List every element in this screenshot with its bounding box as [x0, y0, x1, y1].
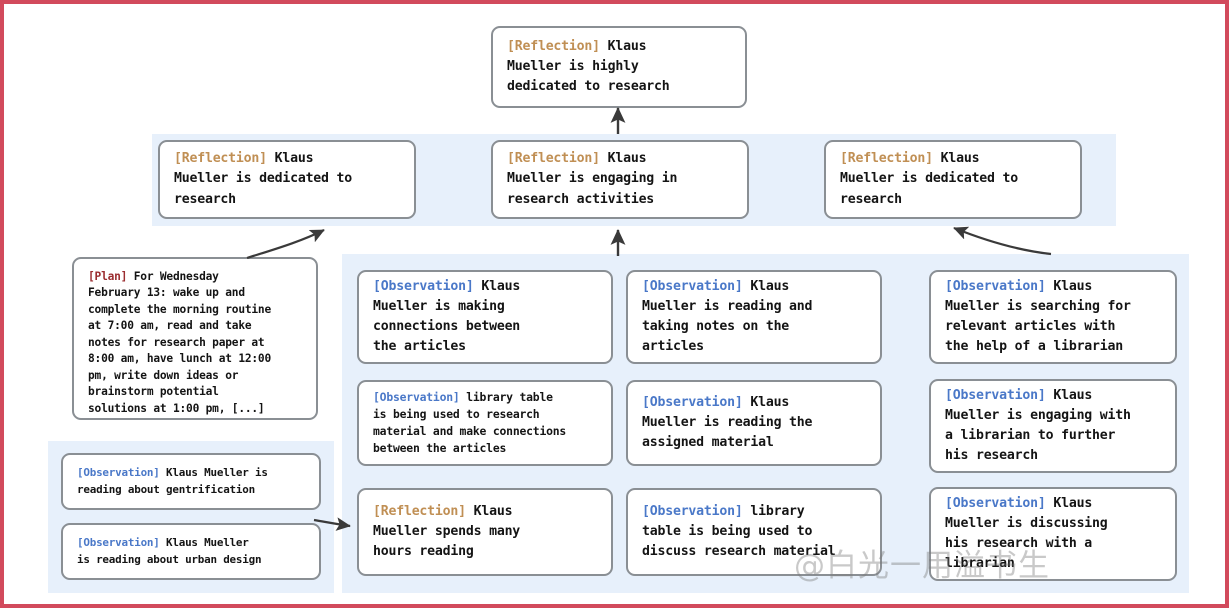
tag-observation: [Observation] [945, 387, 1046, 403]
node-col1-a-body: Klaus Mueller is making connections betw… [373, 278, 521, 355]
node-col2-b-text: [Observation] Klaus Mueller is reading t… [642, 393, 812, 453]
node-obs-gentrification-text: [Observation] Klaus Mueller is reading a… [77, 465, 268, 498]
tag-observation: [Observation] [77, 536, 160, 550]
node-col3-c-body: Klaus Mueller is discussing his research… [945, 495, 1108, 572]
node-col3-a-text: [Observation] Klaus Mueller is searching… [945, 277, 1131, 357]
node-col2-observation-reading-notes[interactable]: [Observation] Klaus Mueller is reading a… [626, 270, 882, 364]
node-obs-gentrification[interactable]: [Observation] Klaus Mueller is reading a… [61, 453, 321, 510]
node-mid-right-reflection[interactable]: [Reflection] Klaus Mueller is dedicated … [824, 140, 1082, 219]
node-mid-left-reflection[interactable]: [Reflection] Klaus Mueller is dedicated … [158, 140, 416, 219]
node-col3-observation-engaging-librarian[interactable]: [Observation] Klaus Mueller is engaging … [929, 379, 1177, 473]
node-mid-center-reflection[interactable]: [Reflection] Klaus Mueller is engaging i… [491, 140, 749, 219]
node-root-reflection[interactable]: [Reflection] Klaus Mueller is highly ded… [491, 26, 747, 108]
tag-reflection: [Reflection] [373, 503, 466, 519]
node-col1-a-text: [Observation] Klaus Mueller is making co… [373, 277, 520, 357]
node-col3-observation-discussing-research[interactable]: [Observation] Klaus Mueller is discussin… [929, 487, 1177, 581]
node-col3-b-text: [Observation] Klaus Mueller is engaging … [945, 386, 1131, 466]
node-col2-observation-discuss-material[interactable]: [Observation] library table is being use… [626, 488, 882, 576]
tag-observation: [Observation] [945, 495, 1046, 511]
node-col1-c-text: [Reflection] Klaus Mueller spends many h… [373, 502, 520, 562]
node-root-text: [Reflection] Klaus Mueller is highly ded… [507, 37, 670, 97]
node-col2-a-text: [Observation] Klaus Mueller is reading a… [642, 277, 812, 357]
node-mid-center-text: [Reflection] Klaus Mueller is engaging i… [507, 149, 677, 209]
node-plan-body: For Wednesday February 13: wake up and c… [88, 270, 271, 415]
node-col2-observation-assigned-material[interactable]: [Observation] Klaus Mueller is reading t… [626, 380, 882, 466]
node-obs-gentrification-body: Klaus Mueller is reading about gentrific… [77, 466, 268, 496]
node-col1-b-text: [Observation] library table is being use… [373, 389, 566, 457]
node-col3-c-text: [Observation] Klaus Mueller is discussin… [945, 494, 1108, 574]
node-mid-right-text: [Reflection] Klaus Mueller is dedicated … [840, 149, 1018, 209]
tag-plan: [Plan] [88, 270, 128, 283]
tag-reflection: [Reflection] [174, 151, 267, 167]
node-obs-urban-design-body: Klaus Mueller is reading about urban des… [77, 536, 262, 566]
node-col1-observation-connections[interactable]: [Observation] Klaus Mueller is making co… [357, 270, 613, 364]
tag-reflection: [Reflection] [840, 151, 933, 167]
tag-observation: [Observation] [77, 466, 160, 480]
node-mid-right-body: Klaus Mueller is dedicated to research [840, 151, 1019, 207]
tag-observation: [Observation] [373, 390, 460, 405]
node-plan[interactable]: [Plan] For Wednesday February 13: wake u… [72, 257, 318, 420]
arrow-plan-to-mid-left [246, 229, 325, 260]
node-col1-c-body: Klaus Mueller spends many hours reading [373, 503, 521, 560]
tag-observation: [Observation] [642, 278, 743, 294]
arrow-col3-to-mid-right [953, 226, 1052, 256]
node-mid-left-body: Klaus Mueller is dedicated to research [174, 151, 353, 207]
node-mid-left-text: [Reflection] Klaus Mueller is dedicated … [174, 149, 352, 209]
node-col3-b-body: Klaus Mueller is engaging with a librari… [945, 387, 1131, 464]
tag-observation: [Observation] [642, 503, 743, 519]
tag-reflection: [Reflection] [507, 38, 600, 54]
node-col2-c-text: [Observation] library table is being use… [642, 502, 836, 562]
tag-observation: [Observation] [642, 394, 743, 410]
node-col1-observation-library-table[interactable]: [Observation] library table is being use… [357, 380, 613, 466]
node-col2-b-body: Klaus Mueller is reading the assigned ma… [642, 394, 813, 451]
node-obs-urban-design-text: [Observation] Klaus Mueller is reading a… [77, 535, 262, 568]
node-col2-c-body: library table is being used to discuss r… [642, 503, 836, 560]
node-col3-a-body: Klaus Mueller is searching for relevant … [945, 278, 1131, 355]
node-mid-center-body: Klaus Mueller is engaging in research ac… [507, 151, 678, 207]
tag-reflection: [Reflection] [507, 151, 600, 167]
node-root-body: Klaus Mueller is highly dedicated to res… [507, 38, 670, 95]
tag-observation: [Observation] [945, 278, 1046, 294]
node-col1-reflection-hours-reading[interactable]: [Reflection] Klaus Mueller spends many h… [357, 488, 613, 576]
node-col1-b-body: library table is being used to research … [373, 390, 567, 455]
node-col2-a-body: Klaus Mueller is reading and taking note… [642, 278, 813, 355]
node-col3-observation-searching-articles[interactable]: [Observation] Klaus Mueller is searching… [929, 270, 1177, 364]
tag-observation: [Observation] [373, 278, 474, 294]
node-plan-text: [Plan] For Wednesday February 13: wake u… [88, 269, 271, 417]
node-obs-urban-design[interactable]: [Observation] Klaus Mueller is reading a… [61, 523, 321, 580]
